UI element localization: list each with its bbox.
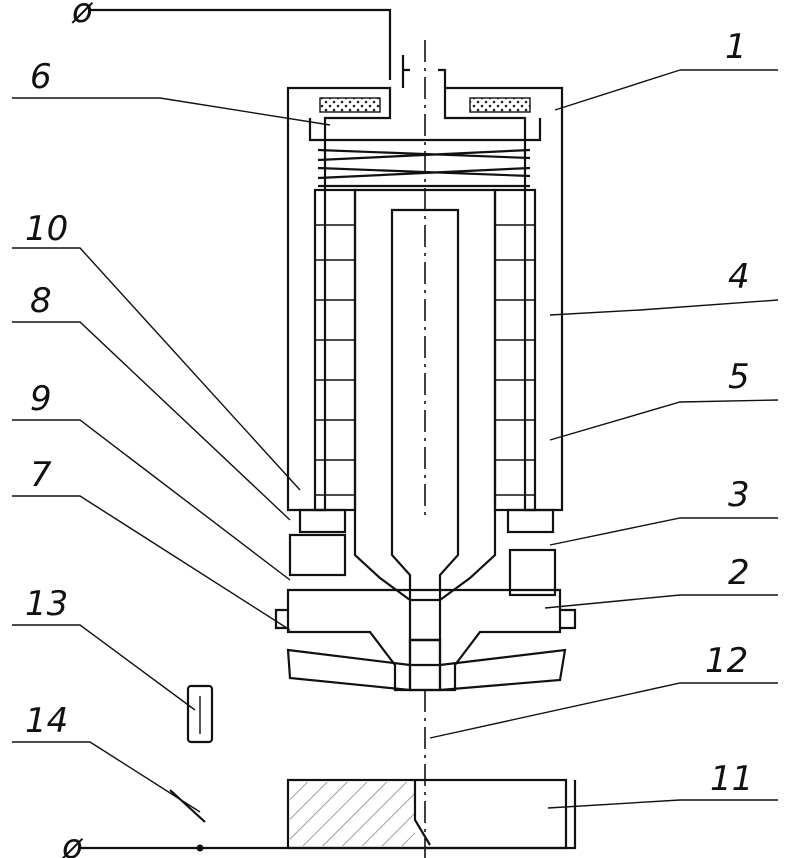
label-10: 10 [25, 209, 68, 249]
bottom-terminal-symbol: ø [61, 827, 84, 858]
winding-blocks-left [315, 190, 355, 510]
label-1: 1 [725, 27, 747, 67]
label-7: 7 [30, 455, 52, 495]
workpiece [288, 780, 566, 848]
label-5: 5 [728, 357, 750, 397]
label-12: 12 [705, 641, 748, 681]
label-3: 3 [728, 475, 750, 515]
label-4: 4 [728, 257, 750, 297]
label-2: 2 [728, 553, 750, 593]
label-13: 13 [25, 584, 68, 624]
lower-ring-left [290, 510, 345, 575]
top-terminal-symbol: ø [71, 0, 94, 31]
spiral-coil [318, 150, 530, 186]
label-8: 8 [30, 281, 52, 321]
label-11: 11 [710, 759, 753, 799]
lower-ring-right [508, 510, 555, 595]
label-6: 6 [30, 57, 52, 97]
label-9: 9 [30, 379, 52, 419]
label-14: 14 [25, 701, 68, 741]
nozzle-base [288, 640, 565, 690]
sensor-probe [188, 686, 212, 742]
winding-blocks-right [495, 190, 535, 510]
leader-lines [12, 70, 778, 812]
